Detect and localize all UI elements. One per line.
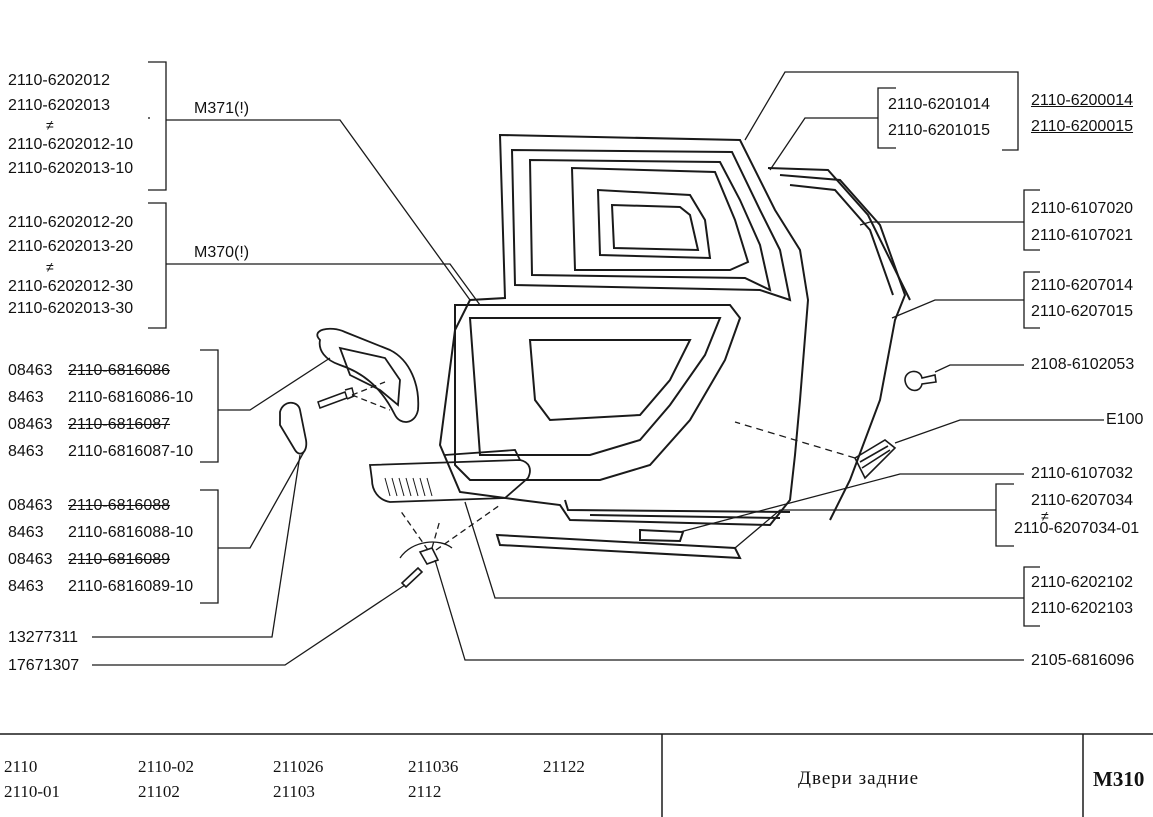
part-number: 2105-6816096 [1031, 652, 1135, 669]
part-number-assembly: 2110-6200015 [1031, 118, 1134, 135]
part-number: 2110-6207015 [1031, 303, 1134, 320]
bracket-panel [200, 489, 219, 604]
model-code: 211036 [408, 757, 459, 776]
bracket-group-2 [148, 202, 167, 329]
bracket-handle [200, 349, 219, 463]
model-code: 2110 [4, 757, 38, 776]
reference-m371: M371(!) [194, 100, 250, 117]
courtesy-lamp [853, 439, 897, 480]
not-equal-symbol: ≠ [1041, 508, 1049, 524]
not-equal-symbol: ≠ [46, 117, 54, 133]
clip [904, 370, 937, 392]
part-number: 2110-6207014 [1031, 277, 1134, 294]
bracket-group-1 [148, 61, 167, 191]
model-code: 21103 [273, 782, 315, 801]
panel-row-number: 2110-6816089-10 [68, 578, 194, 595]
part-number: 2110-6202102 [1031, 574, 1134, 591]
part-number: 2110-6107032 [1031, 465, 1134, 482]
model-code: 2112 [408, 782, 442, 801]
part-number: 2110-6202103 [1031, 600, 1134, 617]
part-number: 2110-6202013-20 [8, 238, 134, 255]
handle-row-prefix: 08463 [8, 362, 53, 379]
part-number: 2110-6201014 [888, 96, 991, 113]
page-title: Двери задние [798, 768, 920, 789]
part-number: 2110-6207034-01 [1014, 520, 1140, 537]
part-number: 2110-6107021 [1031, 227, 1134, 244]
part-number: 2110-6202013 [8, 97, 111, 114]
part-number: 2110-6207034 [1031, 492, 1134, 509]
handle-row-number: 2110-6816086-10 [68, 389, 194, 406]
handle-row-prefix: 8463 [8, 443, 44, 460]
mount-bracket [418, 547, 440, 565]
handle-row-prefix: 08463 [8, 416, 53, 433]
panel-row-prefix: 08463 [8, 551, 53, 568]
panel-row-number: 2110-6816088 [68, 497, 171, 514]
model-code: 211026 [273, 757, 324, 776]
handle-row-number: 2110-6816086 [68, 362, 171, 379]
handle-row-prefix: 8463 [8, 389, 44, 406]
part-number: 17671307 [8, 657, 80, 674]
model-code: 2110-02 [138, 757, 195, 776]
model-code: 21102 [138, 782, 180, 801]
part-number: E100 [1106, 411, 1144, 428]
part-number: 2110-6202012-30 [8, 278, 134, 295]
part-number: 2110-6202012-10 [8, 136, 134, 153]
handle-row-number: 2110-6816087 [68, 416, 171, 433]
panel-row-prefix: 08463 [8, 497, 53, 514]
sill-moulding [495, 528, 742, 560]
reference-m370: M370(!) [194, 244, 250, 261]
panel-row-prefix: 8463 [8, 524, 44, 541]
part-number: 2110-6202012 [8, 72, 111, 89]
armrest-handle [316, 327, 420, 423]
part-number: 2110-6202012-20 [8, 214, 134, 231]
panel-row-prefix: 8463 [8, 578, 44, 595]
not-equal-symbol: ≠ [46, 259, 54, 275]
door-frame [438, 133, 911, 527]
handle-row-number: 2110-6816087-10 [68, 443, 194, 460]
model-code: 21122 [543, 757, 585, 776]
part-number: 2108-6102053 [1031, 356, 1135, 373]
screw [317, 387, 355, 409]
part-number: 2110-6202013-10 [8, 160, 134, 177]
handle-insert [279, 401, 308, 455]
panel-row-number: 2110-6816089 [68, 551, 171, 568]
part-number: 2110-6201015 [888, 122, 991, 139]
self-tap-screw [400, 566, 424, 589]
part-number-assembly: 2110-6200014 [1031, 92, 1134, 109]
part-number: 13277311 [8, 629, 78, 646]
model-code: 2110-01 [4, 782, 61, 801]
page-code: M310 [1093, 767, 1145, 791]
trim-panel [368, 449, 531, 503]
panel-row-number: 2110-6816088-10 [68, 524, 194, 541]
part-number: 2110-6202013-30 [8, 300, 134, 317]
part-number: 2110-6107020 [1031, 200, 1134, 217]
